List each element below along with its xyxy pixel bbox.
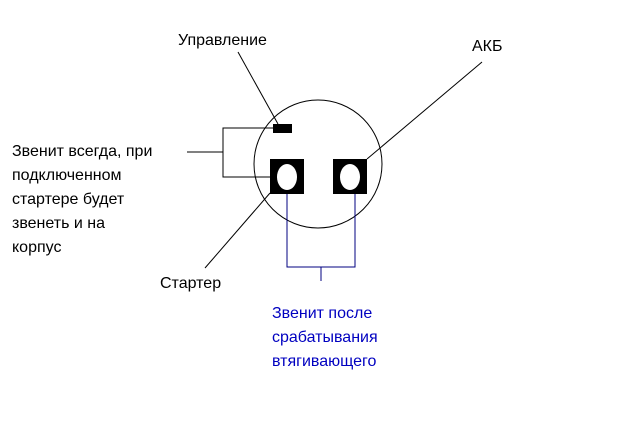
starter-terminal-hole: [277, 164, 297, 190]
note-line: втягивающего: [272, 353, 377, 370]
control-label: Управление: [178, 32, 267, 49]
note-line: корпус: [12, 239, 62, 256]
control-terminal: [273, 124, 292, 133]
always-rings-bracket: [222, 127, 273, 178]
solenoid-bridge-line: [286, 194, 356, 268]
control-leader-line: [237, 51, 279, 125]
battery-terminal-hole: [340, 164, 360, 190]
battery-leader-line: [366, 61, 483, 160]
note-line: срабатывания: [272, 329, 378, 346]
after-solenoid-note: Звенит после срабатывания втягивающего: [272, 302, 378, 374]
starter-leader-line: [204, 192, 271, 269]
battery-label: АКБ: [472, 38, 503, 55]
note-line: стартере будет: [12, 191, 125, 208]
always-rings-note: Звенит всегда, при подключенном стартере…: [12, 140, 152, 260]
note-line: звенеть и на: [12, 215, 105, 232]
connector-body: [253, 99, 383, 229]
starter-label: Стартер: [160, 275, 222, 292]
note-line: подключенном: [12, 167, 122, 184]
note-line: Звенит после: [272, 305, 373, 322]
note-line: Звенит всегда, при: [12, 143, 153, 160]
